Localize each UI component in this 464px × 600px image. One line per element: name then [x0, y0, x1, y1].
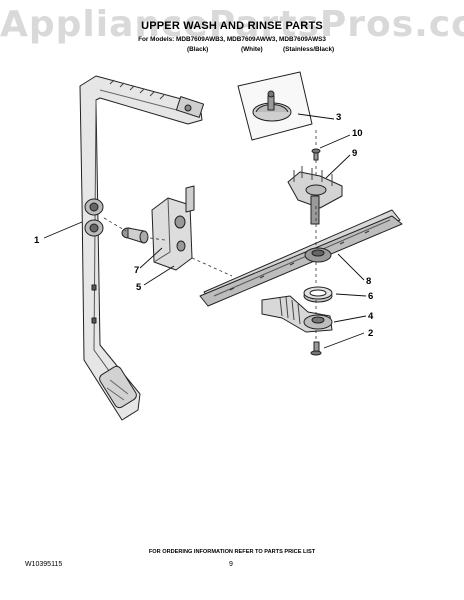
- callout-2: 2: [368, 328, 374, 339]
- ordering-note: FOR ORDERING INFORMATION REFER TO PARTS …: [148, 549, 316, 555]
- spray-manifold: [287, 166, 343, 225]
- color-white: (White): [241, 46, 263, 53]
- hub-inset: [237, 71, 313, 141]
- page-title: UPPER WASH AND RINSE PARTS: [141, 20, 323, 32]
- page-number: 9: [229, 561, 233, 568]
- bearing-ring: [303, 286, 333, 303]
- nut: [310, 341, 322, 356]
- callout-7: 7: [134, 265, 140, 276]
- feed-tube: [261, 295, 333, 333]
- color-stainless-black: (Stainless/Black): [283, 46, 335, 53]
- spray-arm: [199, 209, 403, 307]
- callout-1: 1: [34, 235, 40, 246]
- connector-nozzle: [121, 227, 149, 244]
- callout-9: 9: [352, 148, 358, 159]
- supply-tube: [79, 75, 205, 421]
- color-black: (Black): [187, 46, 209, 53]
- callout-6: 6: [368, 291, 374, 302]
- callout-8: 8: [366, 276, 372, 287]
- watermark: AppliancePartsPros.com: [0, 4, 464, 45]
- callout-3: 3: [336, 112, 342, 123]
- models-line: For Models: MDB7609AWB3, MDB7609AWW3, MD…: [138, 36, 326, 43]
- screw: [311, 148, 321, 161]
- callout-4: 4: [368, 311, 374, 322]
- callout-5: 5: [136, 282, 142, 293]
- callout-10: 10: [352, 128, 363, 139]
- document-number: W10395115: [25, 561, 63, 568]
- mounting-bracket: [151, 185, 195, 271]
